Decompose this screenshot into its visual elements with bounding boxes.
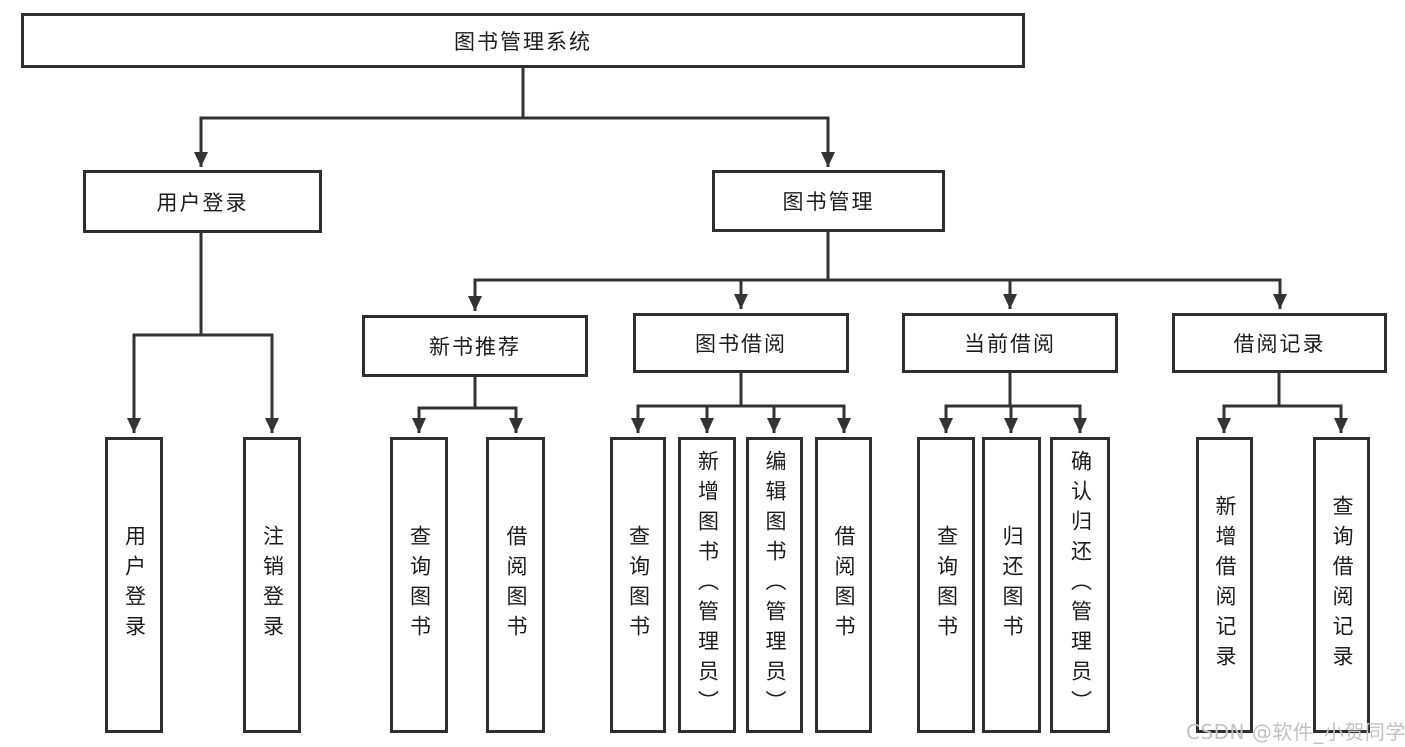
leaf-record-query-label: 查询借阅记录 [1330, 495, 1354, 675]
leaf-record-add-label: 新增借阅记录 [1213, 495, 1237, 675]
connector-borrow-record-children [1217, 371, 1348, 433]
node-user-login-label: 用户登录 [156, 190, 249, 215]
leaf-record-add: 新增借阅记录 [1196, 437, 1253, 733]
leaf-borrow-borrow-label: 借阅图书 [832, 525, 856, 645]
watermark: CSDN @软件_小贺同学 [1186, 720, 1405, 744]
node-book-mgmt: 图书管理 [712, 170, 945, 232]
node-root-label: 图书管理系统 [454, 29, 592, 54]
leaf-current-query-label: 查询图书 [934, 525, 959, 645]
leaf-user-login: 用户登录 [105, 437, 163, 733]
leaf-newbook-query: 查询图书 [390, 437, 448, 733]
connector-new-book-children [412, 375, 523, 433]
leaf-borrow-borrow: 借阅图书 [815, 437, 872, 733]
leaf-logout: 注销登录 [243, 437, 301, 733]
node-current-borrow: 当前借阅 [902, 313, 1118, 373]
leaf-current-return-label: 归还图书 [1000, 525, 1024, 645]
node-root: 图书管理系统 [21, 13, 1025, 68]
leaf-newbook-borrow: 借阅图书 [486, 437, 545, 733]
node-current-borrow-label: 当前借阅 [964, 332, 1056, 356]
connector-user-login-children [127, 231, 279, 433]
leaf-borrow-edit: 编辑图书（管理员） [746, 437, 803, 733]
node-new-book-label: 新书推荐 [429, 335, 521, 359]
node-book-borrow-label: 图书借阅 [695, 332, 787, 356]
connector-root-to-level2 [194, 66, 835, 167]
leaf-borrow-add: 新增图书（管理员） [678, 437, 736, 733]
node-borrow-record-label: 借阅记录 [1233, 332, 1326, 356]
connector-book-mgmt-children [468, 230, 1287, 311]
leaf-logout-label: 注销登录 [260, 525, 285, 645]
leaf-borrow-add-label: 新增图书（管理员） [695, 450, 720, 720]
leaf-borrow-query-label: 查询图书 [626, 525, 651, 645]
leaf-borrow-query: 查询图书 [610, 437, 666, 733]
leaf-newbook-borrow-label: 借阅图书 [504, 525, 528, 645]
leaf-current-confirm: 确认归还（管理员） [1050, 437, 1110, 733]
node-borrow-record: 借阅记录 [1172, 313, 1387, 373]
leaf-user-login-label: 用户登录 [122, 525, 147, 645]
connector-book-borrow-children [631, 371, 851, 433]
connector-current-borrow-children [939, 371, 1087, 433]
node-book-borrow: 图书借阅 [633, 313, 849, 373]
node-new-book: 新书推荐 [362, 315, 588, 377]
leaf-borrow-edit-label: 编辑图书（管理员） [763, 450, 787, 720]
leaf-newbook-query-label: 查询图书 [407, 525, 432, 645]
leaf-current-return: 归还图书 [982, 437, 1041, 733]
leaf-current-query: 查询图书 [917, 437, 975, 733]
leaf-current-confirm-label: 确认归还（管理员） [1068, 450, 1093, 720]
node-book-mgmt-label: 图书管理 [782, 190, 875, 214]
leaf-record-query: 查询借阅记录 [1313, 437, 1370, 733]
node-user-login: 用户登录 [83, 170, 322, 233]
